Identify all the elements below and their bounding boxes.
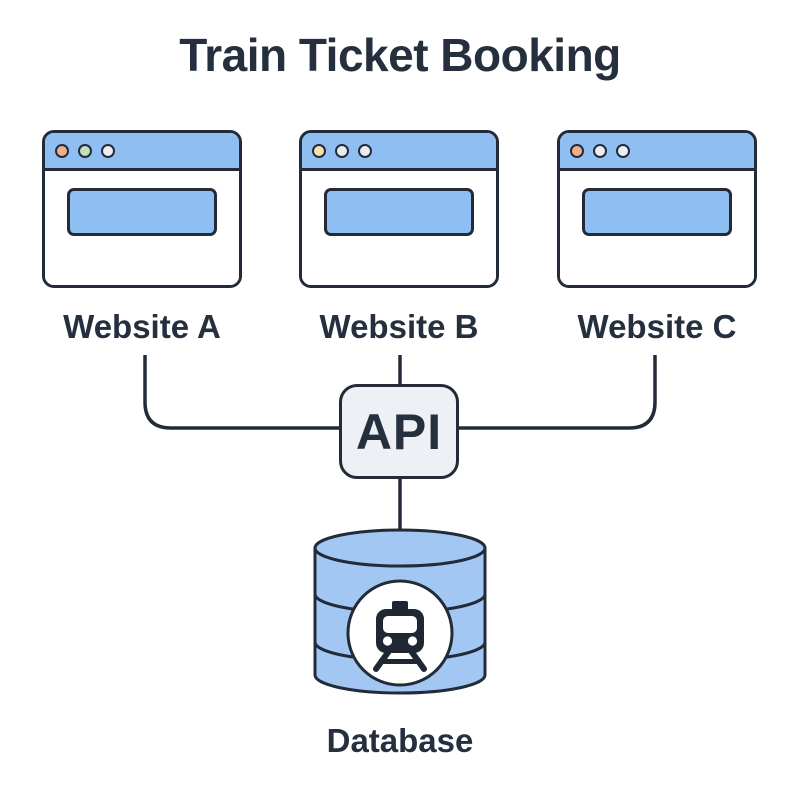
connector-website-c-to-api [459,355,657,430]
content-placeholder [67,188,217,236]
traffic-light-dot-icon [358,143,372,158]
browser-content [45,171,239,285]
database-cylinder [313,528,487,695]
website-c-label: Website C [577,308,737,345]
website-a-label: Website A [63,308,221,345]
website-b-label: Website B [319,308,479,345]
traffic-light-dot-icon [616,143,630,158]
browser-content [302,171,496,285]
traffic-light-dot-icon [78,143,92,158]
database-label: Database [326,722,474,759]
browser-titlebar [302,133,496,171]
browser-titlebar [560,133,754,171]
cylinder-top [313,528,487,568]
traffic-light-dot-icon [593,143,607,158]
browser-titlebar [45,133,239,171]
traffic-light-dot-icon [570,143,584,158]
traffic-light-dot-icon [335,143,349,158]
api-label: API [355,403,443,460]
browser-content [560,171,754,285]
traffic-light-dot-icon [55,143,69,158]
browser-window-website-a [42,130,242,288]
content-placeholder [582,188,732,236]
train-icon [373,601,427,672]
connector-website-a-to-api [143,355,339,430]
traffic-light-dot-icon [101,143,115,158]
browser-window-website-b [299,130,499,288]
browser-window-website-c [557,130,757,288]
api-node: API [339,384,459,479]
traffic-light-dot-icon [312,143,326,158]
content-placeholder [324,188,474,236]
diagram-title: Train Ticket Booking [179,29,621,81]
